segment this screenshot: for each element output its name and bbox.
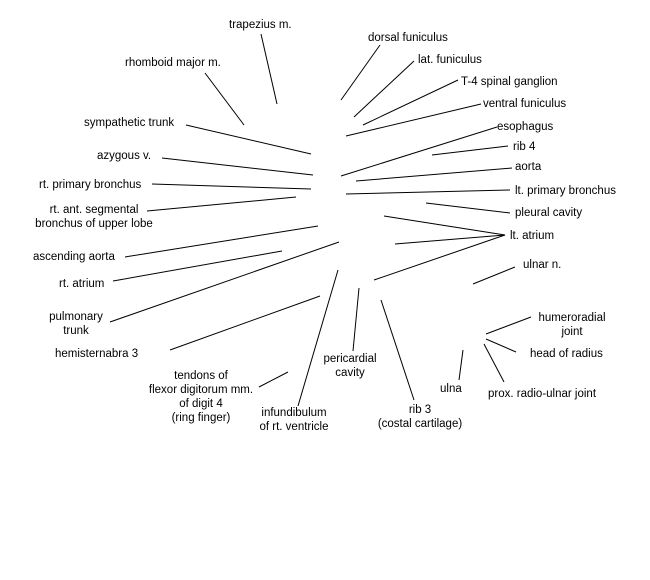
label-rhomboid: rhomboid major m. — [125, 57, 221, 69]
label-head-of-radius: head of radius — [530, 348, 603, 360]
label-rt-ant-segmental: rt. ant. segmental bronchus of upper lob… — [28, 203, 160, 231]
label-ulnar-n: ulnar n. — [523, 259, 562, 271]
label-rib3-line1: rib 3 — [408, 404, 432, 416]
leader-dorsal-funiculus — [340, 44, 381, 101]
leader-rt-atrium — [112, 250, 283, 282]
leader-azygous — [161, 157, 314, 176]
label-tendons: tendons of flexor digitorum mm. of digit… — [141, 369, 261, 425]
leader-ulna — [458, 349, 464, 381]
leader-ventral-funiculus — [345, 103, 482, 137]
leader-sympathetic — [185, 124, 312, 155]
label-tendons-line4: (ring finger) — [171, 412, 231, 424]
label-ulna: ulna — [440, 383, 462, 395]
leader-ascending-aorta — [124, 225, 319, 258]
leader-pulmonary — [109, 241, 340, 323]
label-humeroradial-joint-line2: joint — [561, 326, 583, 338]
leader-lt-primary-bronchus — [345, 189, 511, 195]
label-prox-radio-ulnar-joint: prox. radio-ulnar joint — [488, 388, 597, 400]
leader-trapezius — [260, 33, 278, 105]
label-tendons-line1: tendons of — [174, 370, 228, 382]
leader-ulnar-n — [472, 266, 516, 285]
label-sympathetic-trunk: sympathetic trunk — [84, 117, 175, 129]
leader-infundibulum — [297, 269, 339, 407]
label-tendons-line3: of digit 4 — [179, 398, 223, 410]
leader-prox-radio-ulnar — [483, 343, 505, 383]
leader-rt-primary-bronchus — [151, 183, 312, 190]
label-aorta: aorta — [515, 161, 542, 173]
leader-pleural-cavity — [425, 202, 511, 214]
label-lt-primary-bronchus: lt. primary bronchus — [515, 185, 616, 197]
label-pulmonary-trunk-line1: pulmonary — [49, 311, 103, 323]
label-esophagus: esophagus — [497, 121, 554, 133]
label-humeroradial-joint-line1: humeroradial — [538, 312, 606, 324]
label-ascending-aorta: ascending aorta — [33, 251, 115, 263]
leader-tendons — [258, 371, 289, 388]
label-lt-atrium: lt. atrium — [510, 230, 555, 242]
leader-humeroradial — [485, 316, 532, 335]
label-t4-spinal-ganglion: T-4 spinal ganglion — [461, 76, 558, 88]
label-hemisternabra: hemisternabra 3 — [55, 348, 139, 360]
label-pericardial-cavity-line2: cavity — [335, 367, 365, 379]
label-pulmonary-trunk: pulmonary trunk — [48, 310, 104, 338]
leader-esophagus — [340, 126, 498, 177]
leader-lt-atrium-3 — [383, 215, 506, 236]
leader-aorta — [355, 167, 513, 182]
label-lat-funiculus: lat. funiculus — [418, 54, 482, 66]
label-pulmonary-trunk-line2: trunk — [63, 325, 89, 337]
leader-lt-atrium-2 — [394, 234, 506, 245]
label-rib3-line2: (costal cartilage) — [377, 418, 463, 430]
label-ventral-funiculus: ventral funiculus — [483, 98, 567, 110]
leader-rib3 — [380, 299, 415, 401]
label-rib4: rib 4 — [513, 141, 536, 153]
label-rt-atrium: rt. atrium — [59, 278, 105, 290]
label-rt-primary-bronchus: rt. primary bronchus — [39, 179, 142, 191]
label-rt-ant-segmental-line2: bronchus of upper lobe — [35, 218, 153, 230]
leader-lt-atrium-1 — [373, 234, 506, 281]
label-azygous: azygous v. — [97, 150, 152, 162]
leader-rhomboid — [204, 72, 245, 126]
label-pericardial-cavity-line1: pericardial — [323, 353, 377, 365]
label-infundibulum-line2: of rt. ventricle — [259, 421, 329, 433]
label-trapezius: trapezius m. — [229, 19, 292, 31]
leader-rt-ant-segmental — [146, 196, 297, 212]
label-rt-ant-segmental-line1: rt. ant. segmental — [49, 204, 139, 216]
label-tendons-line2: flexor digitorum mm. — [148, 384, 254, 396]
leader-hemisternabra — [169, 295, 321, 351]
label-pleural-cavity: pleural cavity — [515, 207, 583, 219]
label-dorsal-funiculus: dorsal funiculus — [368, 32, 448, 44]
label-infundibulum: infundibulum of rt. ventricle — [252, 406, 336, 434]
label-infundibulum-line1: infundibulum — [261, 407, 327, 419]
label-pericardial-cavity: pericardial cavity — [315, 352, 385, 380]
leader-lat-funiculus — [353, 60, 415, 118]
label-humeroradial-joint: humeroradial joint — [530, 311, 614, 339]
label-rib3: rib 3 (costal cartilage) — [370, 403, 470, 431]
leader-t4-spinal-ganglion — [362, 79, 459, 126]
leader-head-of-radius — [485, 338, 517, 353]
leader-rib4 — [431, 145, 509, 156]
leader-pericardial — [352, 287, 360, 352]
